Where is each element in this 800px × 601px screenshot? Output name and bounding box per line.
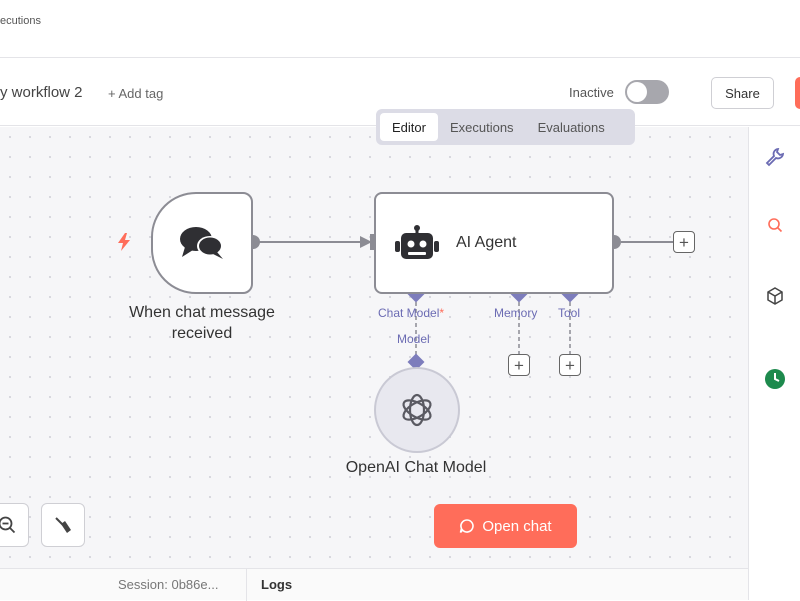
active-toggle[interactable]: [625, 80, 669, 104]
open-chat-label: Open chat: [482, 517, 552, 535]
trigger-title-line1: When chat message: [129, 304, 275, 321]
memory-connector-label[interactable]: Memory: [494, 306, 538, 320]
wrench-button[interactable]: [749, 144, 800, 170]
robot-icon: [395, 225, 439, 259]
active-status-label: Inactive: [569, 85, 614, 100]
trigger-node-title: When chat message received: [110, 302, 294, 344]
workflow-canvas[interactable]: [0, 127, 748, 570]
openai-model-title: OpenAI Chat Model: [345, 459, 487, 476]
trigger-title-line2: received: [171, 325, 233, 342]
save-button[interactable]: [795, 77, 800, 109]
agent-add-next-button[interactable]: +: [673, 231, 695, 253]
openai-icon: [402, 393, 432, 427]
trigger-bolt-icon: [118, 233, 130, 251]
clock-icon: [765, 369, 785, 389]
tool-connector-label[interactable]: Tool: [558, 306, 581, 320]
tab-evaluations[interactable]: Evaluations: [537, 119, 605, 135]
share-button[interactable]: Share: [711, 77, 774, 109]
openai-chat-model-node[interactable]: [374, 367, 460, 453]
tab-executions[interactable]: Executions: [449, 119, 514, 135]
workflow-title[interactable]: y workflow 2: [0, 84, 83, 101]
model-connector-label: Model: [397, 332, 430, 346]
nodes-button[interactable]: [749, 283, 800, 309]
ai-agent-title: AI Agent: [456, 234, 517, 251]
wrench-icon: [765, 147, 785, 167]
add-tool-button[interactable]: +: [559, 354, 581, 376]
search-icon: [768, 218, 783, 233]
view-tabs: Editor Executions Evaluations: [376, 109, 635, 145]
tidy-up-button[interactable]: [41, 503, 85, 547]
search-button[interactable]: [749, 212, 800, 238]
logs-divider: [246, 569, 247, 601]
chat-model-connector-label[interactable]: Chat Model*: [378, 306, 445, 320]
broom-icon: [55, 517, 71, 533]
history-button[interactable]: [749, 366, 800, 392]
add-tag-button[interactable]: + Add tag: [108, 86, 164, 101]
breadcrumb[interactable]: ecutions: [0, 15, 41, 27]
toggle-knob: [627, 82, 647, 102]
open-chat-button[interactable]: Open chat: [434, 504, 577, 548]
cube-icon: [767, 287, 783, 305]
session-id: Session: 0b86e...: [118, 577, 219, 592]
chat-bubble-icon: [460, 519, 475, 533]
add-memory-button[interactable]: +: [508, 354, 530, 376]
chat-trigger-node[interactable]: [151, 192, 253, 294]
chat-bubbles-icon: [180, 227, 223, 259]
tab-editor[interactable]: Editor: [380, 113, 438, 141]
logs-tab[interactable]: Logs: [261, 577, 293, 592]
top-strip: ecutions: [0, 0, 800, 58]
logs-bar: Session: 0b86e... Logs: [0, 568, 748, 601]
zoom-out-button[interactable]: [0, 503, 29, 547]
right-sidebar: [748, 127, 800, 600]
ai-agent-node[interactable]: AI Agent: [374, 192, 614, 294]
zoom-out-icon: [0, 516, 16, 534]
